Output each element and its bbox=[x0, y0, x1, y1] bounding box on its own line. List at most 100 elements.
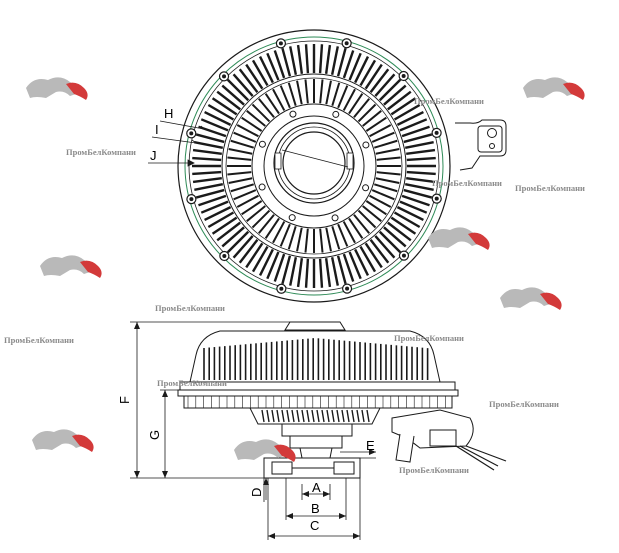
bolt bbox=[258, 183, 266, 191]
horse-logo-icon bbox=[40, 255, 102, 278]
fin bbox=[357, 103, 377, 123]
fin bbox=[192, 176, 222, 184]
fin bbox=[404, 182, 434, 191]
dim-label-C: C bbox=[310, 518, 319, 533]
fin bbox=[374, 235, 396, 259]
gear-tooth bbox=[366, 409, 370, 423]
fin bbox=[401, 194, 430, 207]
fin bbox=[192, 156, 222, 162]
fin bbox=[406, 148, 436, 156]
watermark-text: ПромБелКомпани bbox=[394, 333, 464, 343]
fin bbox=[236, 124, 259, 138]
fin bbox=[228, 148, 253, 155]
fin bbox=[376, 171, 401, 176]
fin bbox=[216, 90, 241, 111]
watermark-text: ПромБелКомпани bbox=[399, 465, 469, 475]
fin bbox=[362, 205, 382, 222]
logo-body bbox=[40, 255, 91, 276]
bolt-center bbox=[434, 130, 439, 135]
fin bbox=[318, 44, 324, 74]
logo-mane bbox=[66, 82, 88, 100]
fin bbox=[194, 141, 224, 150]
fin bbox=[281, 47, 292, 77]
fin bbox=[390, 216, 417, 235]
fin bbox=[353, 98, 370, 118]
gear-teeth bbox=[261, 409, 370, 423]
bolt-center bbox=[222, 74, 227, 79]
watermark-text: ПромБелКомпани bbox=[4, 335, 74, 345]
dim-label-F: F bbox=[117, 396, 132, 404]
fin bbox=[195, 133, 225, 144]
gear-tooth bbox=[306, 409, 310, 423]
fin bbox=[319, 79, 324, 104]
logo-mane bbox=[72, 434, 94, 452]
bolt-center bbox=[222, 253, 227, 258]
bolt-center bbox=[344, 41, 349, 46]
fin bbox=[230, 139, 255, 149]
logo-mane bbox=[563, 82, 585, 100]
fin bbox=[226, 230, 250, 254]
fin bbox=[211, 97, 238, 116]
fin bbox=[354, 56, 370, 84]
fin bbox=[232, 73, 254, 97]
logo-body bbox=[523, 77, 574, 98]
fin bbox=[264, 217, 280, 239]
logo-body bbox=[428, 227, 479, 248]
fin bbox=[348, 217, 364, 239]
fin bbox=[194, 182, 224, 191]
gear-tooth bbox=[361, 409, 365, 423]
side-fins bbox=[203, 338, 429, 380]
gear-tooth bbox=[276, 409, 280, 423]
logo-mane bbox=[540, 292, 562, 310]
fin bbox=[304, 79, 309, 104]
watermark-text: ПромБелКомпани bbox=[432, 178, 502, 188]
fin bbox=[289, 256, 298, 286]
flange-bolts bbox=[186, 38, 442, 294]
fin bbox=[373, 183, 398, 193]
gear-tooth bbox=[351, 409, 355, 423]
fin bbox=[348, 52, 362, 81]
watermark-text: ПромБелКомпани bbox=[66, 147, 136, 157]
fin bbox=[258, 214, 275, 234]
fin bbox=[200, 200, 229, 214]
dim-label-I: I bbox=[155, 122, 159, 137]
gear-tooth bbox=[321, 409, 325, 423]
fin bbox=[336, 255, 347, 285]
bolt-center bbox=[278, 41, 283, 46]
fin bbox=[369, 68, 390, 93]
fin bbox=[396, 206, 424, 222]
fin bbox=[289, 46, 298, 76]
fin bbox=[273, 253, 286, 282]
fin bbox=[404, 141, 434, 150]
dim-label-B: B bbox=[311, 501, 320, 516]
bolt-center bbox=[189, 131, 194, 136]
fin bbox=[192, 170, 222, 176]
fin bbox=[399, 200, 428, 214]
gear-tooth bbox=[261, 409, 265, 423]
gear-tooth bbox=[336, 409, 340, 423]
flange-ticks bbox=[187, 396, 446, 408]
mounting-bracket bbox=[455, 119, 507, 171]
fin bbox=[403, 133, 433, 144]
fin bbox=[342, 221, 356, 244]
watermark-text: ПромБелКомпани bbox=[157, 378, 227, 388]
top-view: H I J bbox=[148, 29, 507, 303]
fin bbox=[287, 82, 297, 107]
fin bbox=[245, 242, 264, 269]
fin bbox=[325, 227, 332, 252]
fin bbox=[266, 251, 280, 280]
bolt-center bbox=[434, 196, 439, 201]
logo-body bbox=[500, 287, 551, 308]
fin bbox=[330, 256, 339, 286]
gear-tooth bbox=[281, 409, 285, 423]
bolt bbox=[362, 184, 370, 192]
fin bbox=[365, 116, 387, 132]
fin bbox=[251, 59, 269, 87]
bolt bbox=[331, 214, 339, 222]
fin bbox=[387, 90, 412, 111]
fin bbox=[376, 156, 401, 161]
fin bbox=[304, 44, 310, 74]
gear-tooth bbox=[266, 409, 270, 423]
bolt-center bbox=[189, 197, 194, 202]
